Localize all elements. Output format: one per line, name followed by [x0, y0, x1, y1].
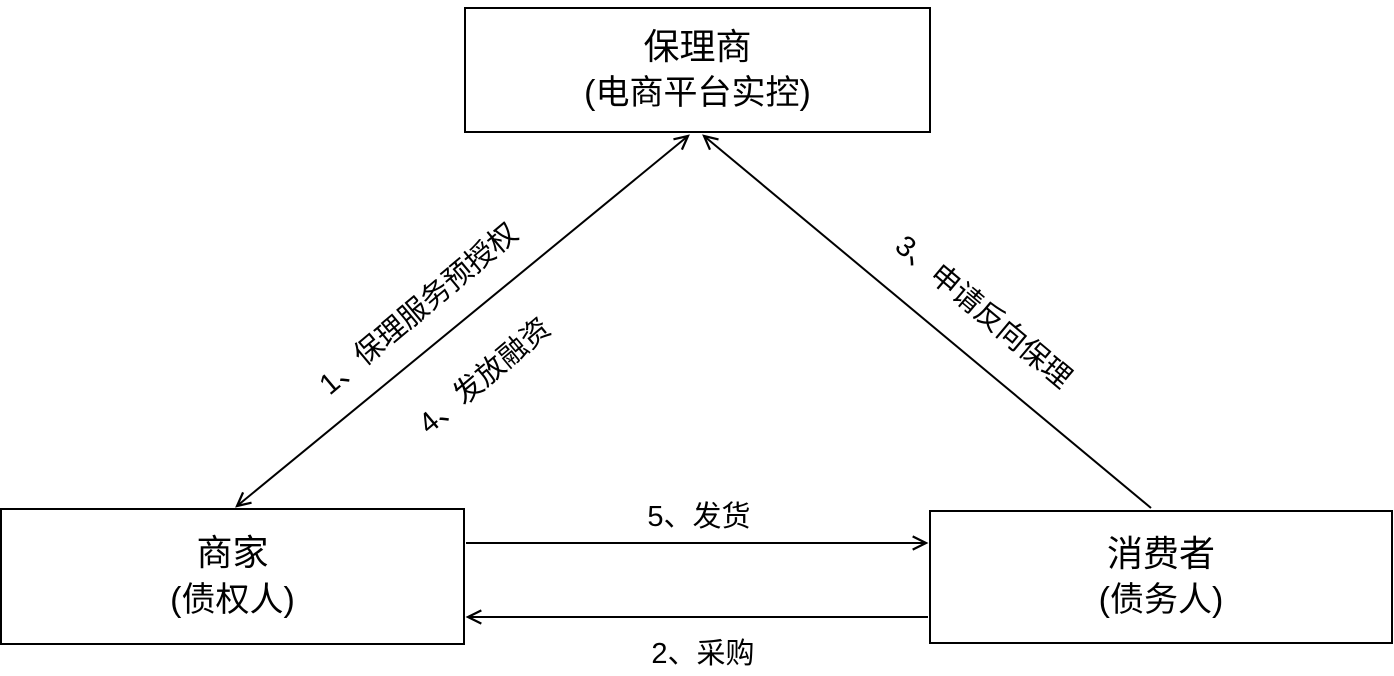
- node-factor-title: 保理商: [643, 25, 752, 67]
- edge-label-purchase: 2、采购: [651, 638, 755, 670]
- node-consumer: 消费者 (债务人): [929, 510, 1393, 644]
- edge-reverse-factoring-line: [702, 134, 1152, 509]
- edge-label-shipping: 5、发货: [647, 501, 751, 533]
- node-consumer-subtitle: (债务人): [1098, 581, 1224, 620]
- node-merchant-subtitle: (债权人): [170, 580, 295, 619]
- node-factor-subtitle: (电商平台实控): [584, 74, 811, 113]
- edge-preauth-financing-line: [235, 134, 690, 508]
- node-merchant-title: 商家: [196, 532, 269, 574]
- node-consumer-title: 消费者: [1106, 532, 1215, 574]
- node-factor: 保理商 (电商平台实控): [464, 7, 931, 133]
- node-merchant: 商家 (债权人): [0, 508, 465, 645]
